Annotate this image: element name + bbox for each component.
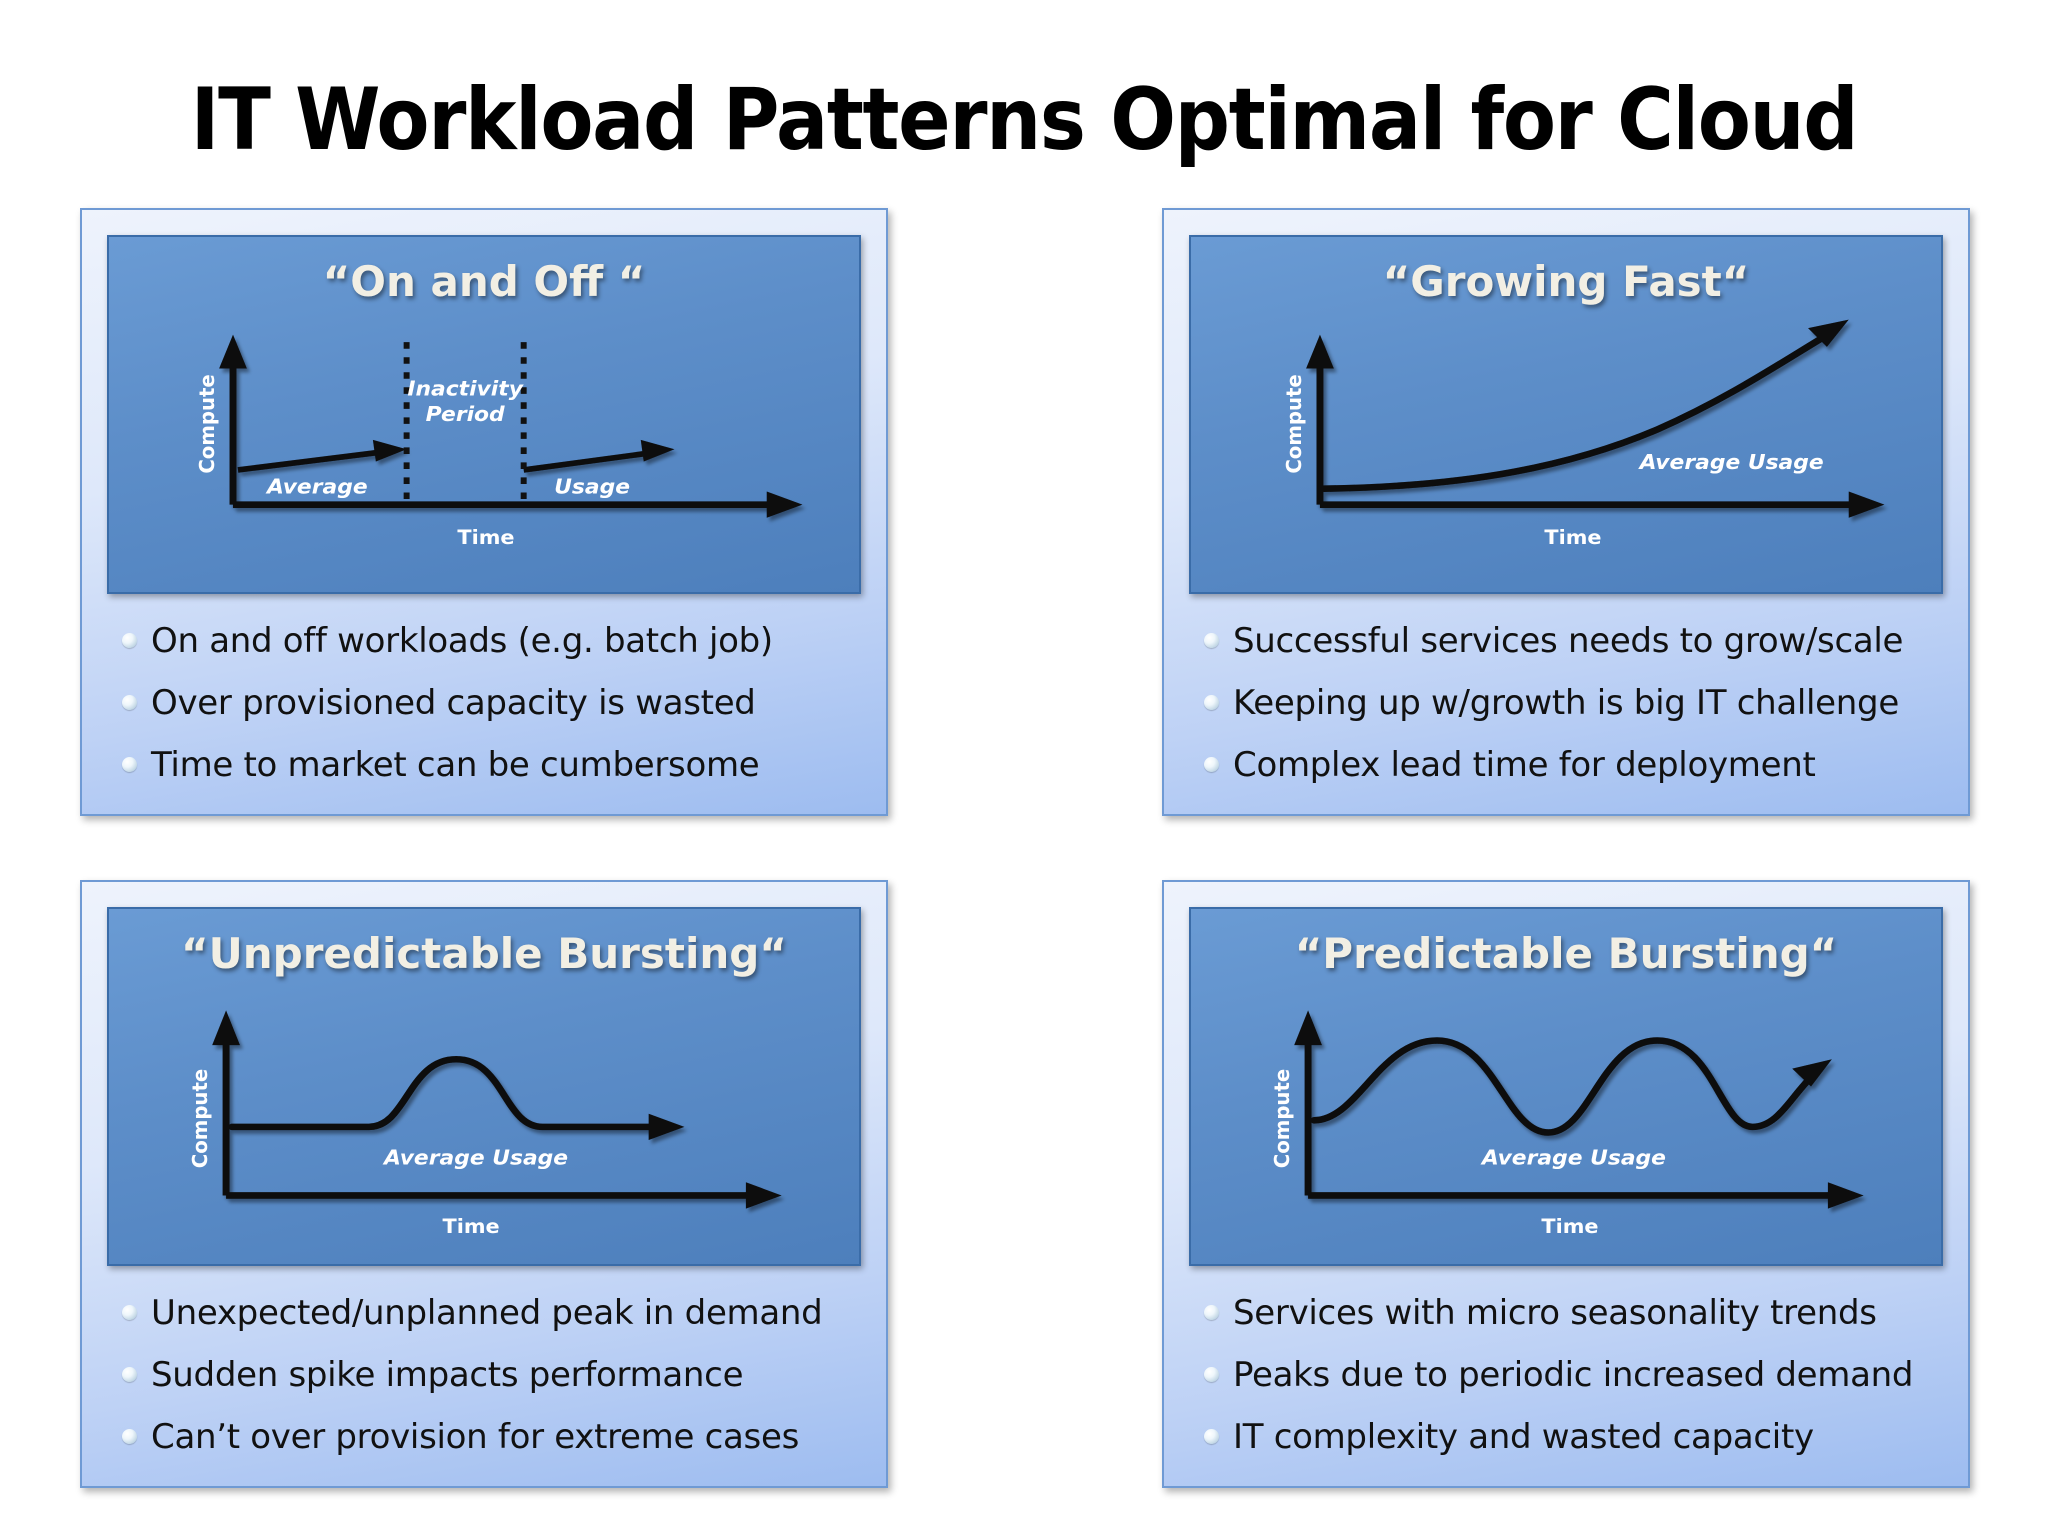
bullet-label: On and off workloads (e.g. batch job): [151, 621, 773, 661]
list-item: Sudden spike impacts performance: [122, 1348, 860, 1402]
list-item: Keeping up w/growth is big IT challenge: [1204, 676, 1942, 730]
annotation-inactivity-period: Inactivity: [407, 377, 524, 401]
panel-on-and-off: “On and Off “: [80, 208, 888, 816]
bullet-list-growing-fast: Successful services needs to grow/scale …: [1176, 594, 1956, 802]
bullet-icon: [122, 1305, 137, 1320]
bullet-label: Successful services needs to grow/scale: [1233, 621, 1904, 661]
bullet-icon: [1204, 1305, 1219, 1320]
annotation-inactivity-period-2: Period: [426, 403, 506, 427]
bullet-icon: [122, 1429, 137, 1444]
panel-predictable-bursting: “Predictable Bursting“ Compute: [1162, 880, 1970, 1488]
list-item: Time to market can be cumbersome: [122, 738, 860, 792]
chart-svg-growing-fast: Compute Average Usage Time: [1282, 319, 1885, 549]
bullet-list-unpredictable-bursting: Unexpected/unplanned peak in demand Sudd…: [94, 1266, 874, 1474]
x-axis-label: Time: [457, 526, 514, 549]
y-axis-label: Compute: [1270, 1069, 1295, 1168]
chart-on-and-off: “On and Off “: [107, 235, 861, 594]
chart-title: “On and Off “: [322, 257, 646, 306]
chart-growing-fast: “Growing Fast“ Compute Averag: [1189, 235, 1943, 594]
bullet-label: Over provisioned capacity is wasted: [151, 683, 756, 723]
list-item: Peaks due to periodic increased demand: [1204, 1348, 1942, 1402]
bullet-icon: [122, 633, 137, 648]
bullet-list-predictable-bursting: Services with micro seasonality trends P…: [1176, 1266, 1956, 1474]
annotation-average-usage: Average Usage: [1480, 1146, 1666, 1170]
bullet-label: Can’t over provision for extreme cases: [151, 1417, 799, 1457]
bullet-label: Peaks due to periodic increased demand: [1233, 1355, 1914, 1395]
list-item: IT complexity and wasted capacity: [1204, 1410, 1942, 1464]
annotation-average-usage: Average Usage: [382, 1146, 568, 1170]
panel-unpredictable-bursting: “Unpredictable Bursting“ Compute: [80, 880, 888, 1488]
chart-svg-on-and-off: Compute Inactivity Period Average Usage …: [195, 334, 803, 549]
panel-growing-fast: “Growing Fast“ Compute Averag: [1162, 208, 1970, 816]
bullet-label: Unexpected/unplanned peak in demand: [151, 1293, 823, 1333]
list-item: Unexpected/unplanned peak in demand: [122, 1286, 860, 1340]
bullet-label: Time to market can be cumbersome: [151, 745, 760, 785]
bullet-label: IT complexity and wasted capacity: [1233, 1417, 1814, 1457]
x-axis-label: Time: [1544, 526, 1601, 549]
x-axis-label: Time: [1541, 1215, 1598, 1238]
chart-svg-predictable-bursting: Compute Average Usage Time: [1270, 1010, 1864, 1238]
bullet-icon: [1204, 633, 1219, 648]
bullet-icon: [1204, 1367, 1219, 1382]
list-item: Services with micro seasonality trends: [1204, 1286, 1942, 1340]
list-item: On and off workloads (e.g. batch job): [122, 614, 860, 668]
bullet-icon: [122, 695, 137, 710]
bullet-list-on-and-off: On and off workloads (e.g. batch job) Ov…: [94, 594, 874, 802]
annotation-usage: Usage: [554, 475, 630, 499]
list-item: Successful services needs to grow/scale: [1204, 614, 1942, 668]
chart-title: “Growing Fast“: [1382, 257, 1750, 306]
bullet-icon: [122, 757, 137, 772]
bullet-label: Services with micro seasonality trends: [1233, 1293, 1877, 1333]
x-axis-label: Time: [443, 1215, 500, 1238]
y-axis-label: Compute: [188, 1069, 213, 1168]
page-title: IT Workload Patterns Optimal for Cloud: [190, 70, 1859, 170]
y-axis-label: Compute: [1282, 374, 1307, 473]
chart-title: “Predictable Bursting“: [1294, 929, 1838, 978]
bullet-icon: [1204, 757, 1219, 772]
list-item: Can’t over provision for extreme cases: [122, 1410, 860, 1464]
bullet-icon: [122, 1367, 137, 1382]
list-item: Over provisioned capacity is wasted: [122, 676, 860, 730]
bullet-label: Complex lead time for deployment: [1233, 745, 1816, 785]
bullet-icon: [1204, 1429, 1219, 1444]
bullet-label: Sudden spike impacts performance: [151, 1355, 744, 1395]
chart-title: “Unpredictable Bursting“: [181, 929, 787, 978]
bullet-label: Keeping up w/growth is big IT challenge: [1233, 683, 1899, 723]
chart-unpredictable-bursting: “Unpredictable Bursting“ Compute: [107, 907, 861, 1266]
annotation-average-usage: Average Usage: [1638, 450, 1824, 474]
chart-svg-unpredictable-bursting: Compute Average Usage Time: [188, 1010, 782, 1238]
chart-predictable-bursting: “Predictable Bursting“ Compute: [1189, 907, 1943, 1266]
annotation-average: Average: [265, 475, 368, 499]
bullet-icon: [1204, 695, 1219, 710]
list-item: Complex lead time for deployment: [1204, 738, 1942, 792]
y-axis-label: Compute: [195, 374, 220, 473]
